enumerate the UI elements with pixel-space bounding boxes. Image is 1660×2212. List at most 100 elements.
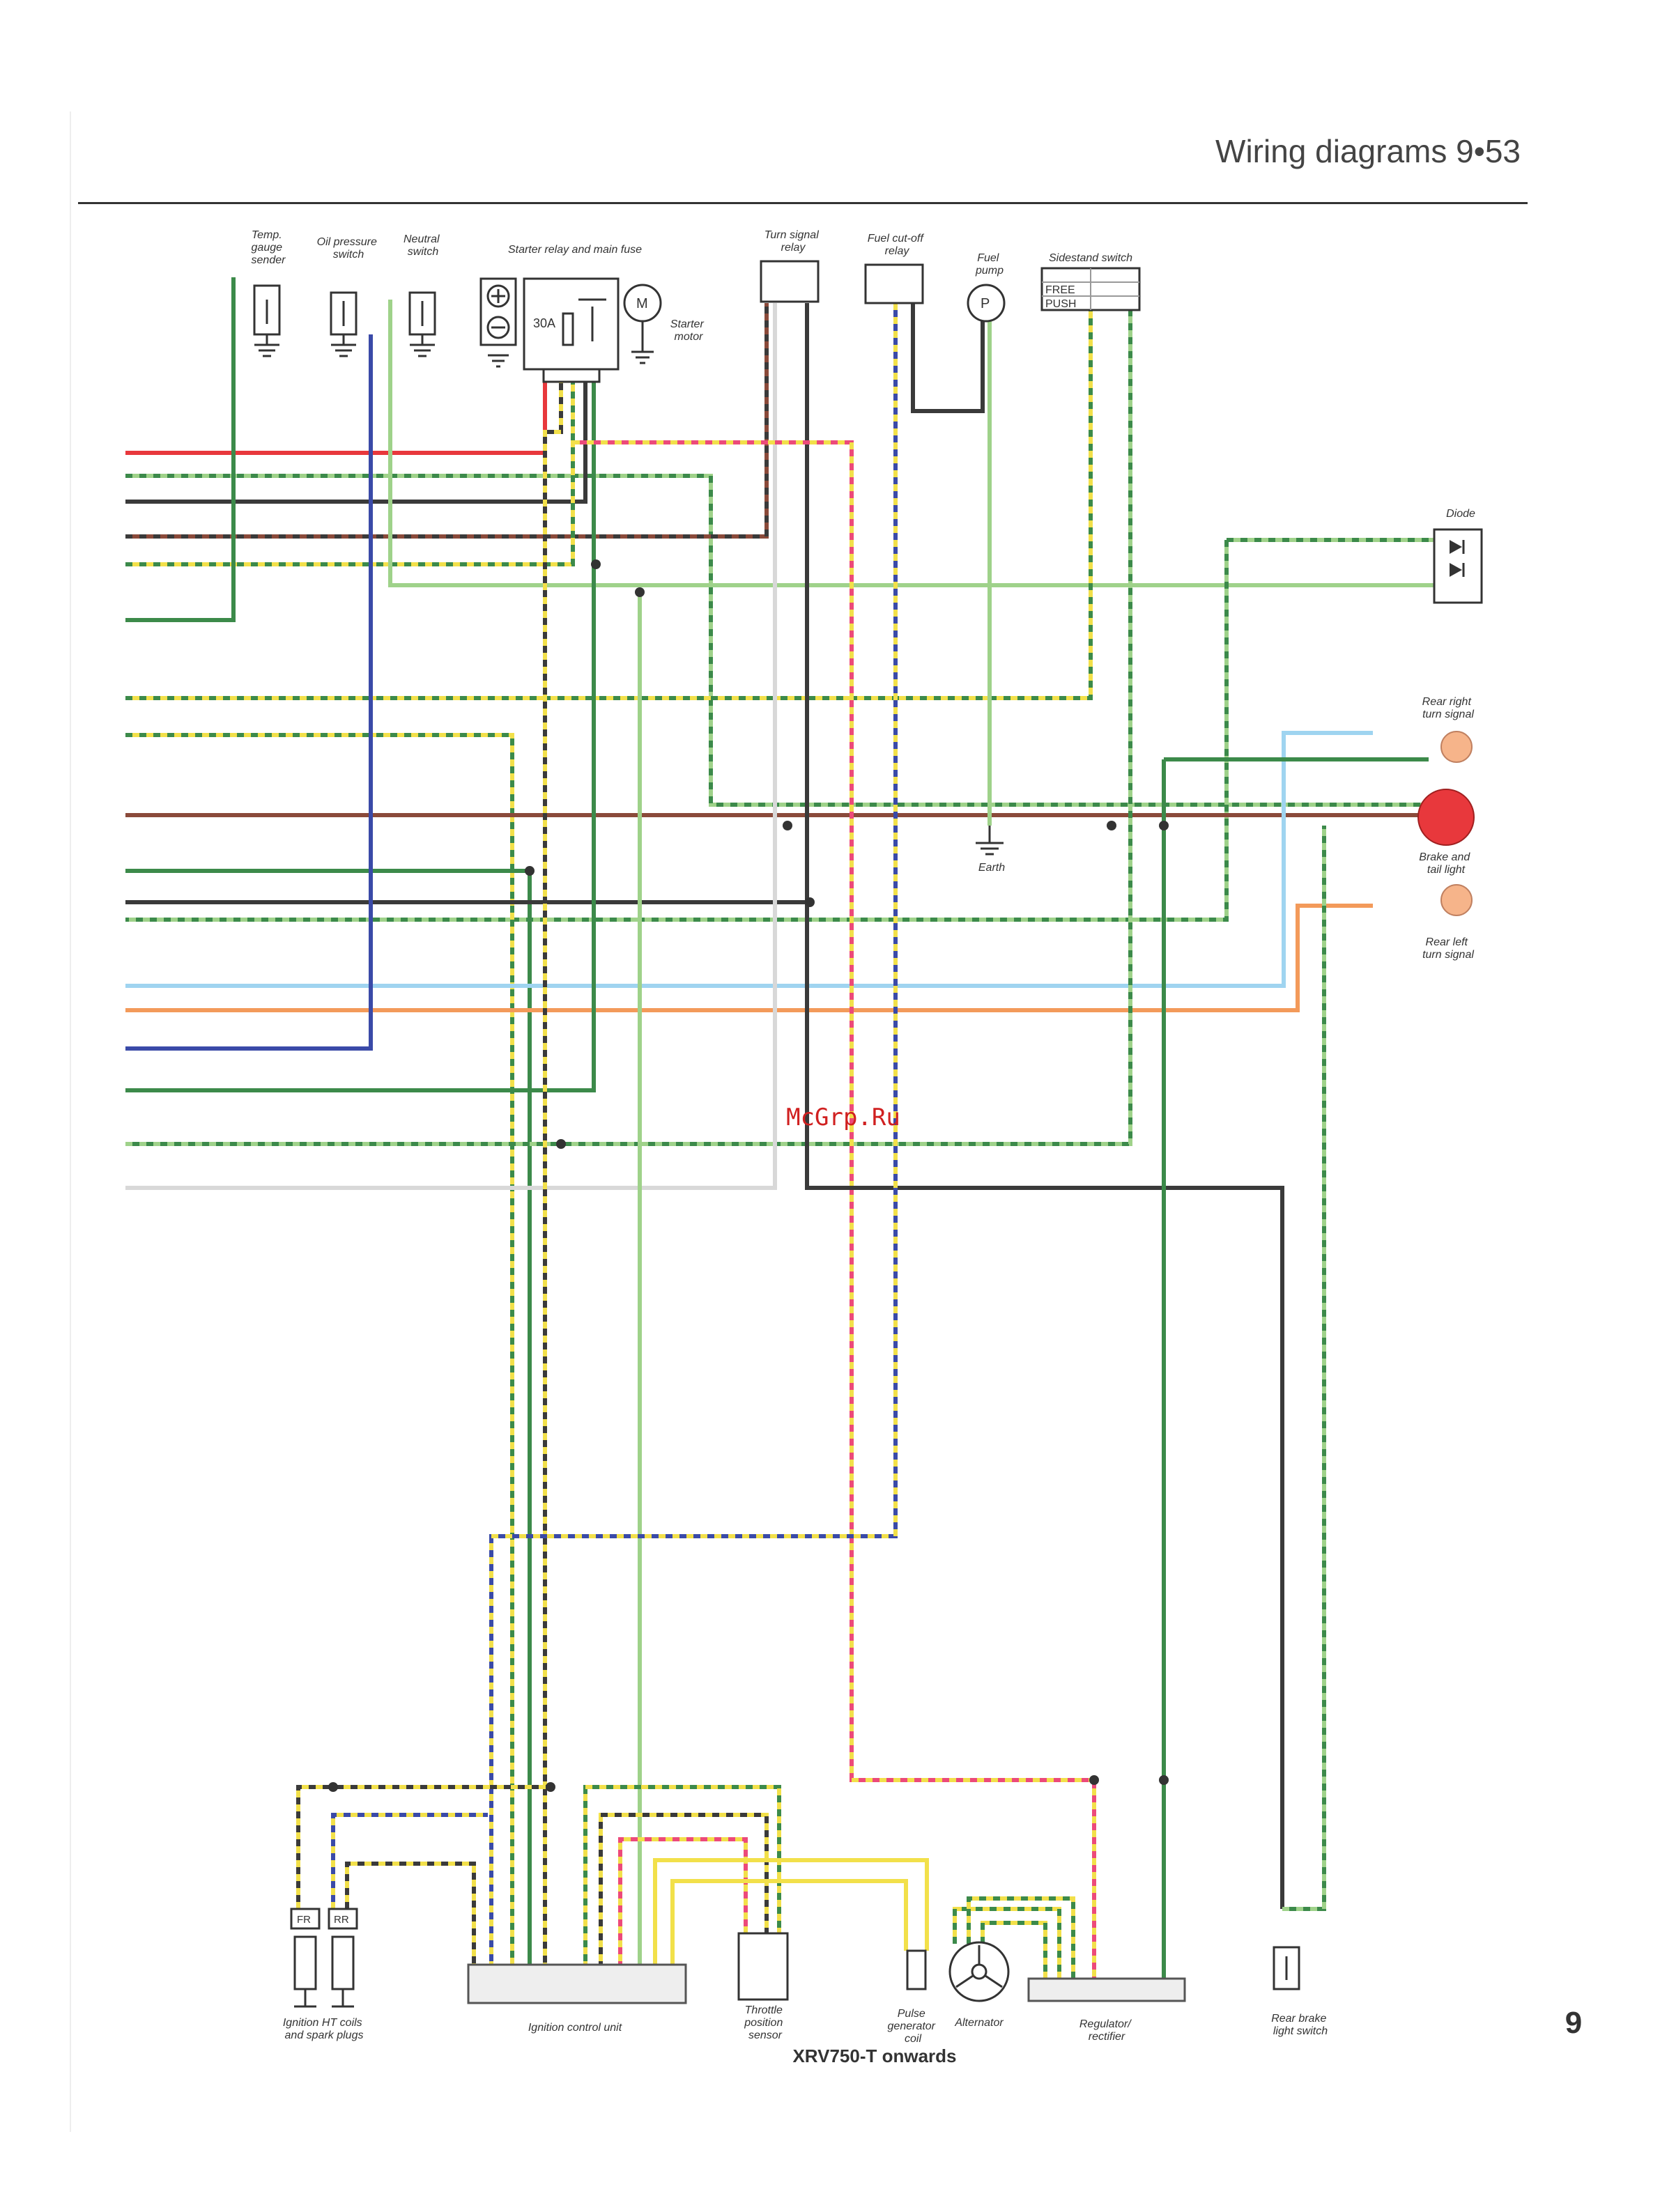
wire bbox=[125, 277, 236, 622]
alternator-label: Alternator bbox=[954, 2017, 1004, 2029]
wire bbox=[125, 303, 777, 1190]
junction-dot bbox=[635, 587, 645, 597]
wire-tracer bbox=[125, 310, 1093, 700]
rear-brake-light-switch bbox=[1273, 1946, 1300, 1990]
junction-dot bbox=[1089, 1775, 1099, 1785]
wire bbox=[653, 1858, 929, 1968]
fuel-pump bbox=[967, 284, 1006, 323]
throttle-position-sensor bbox=[737, 1932, 789, 2001]
temp-gauge-sender-label: Temp. gauge sender bbox=[252, 229, 286, 266]
starter-relay-label: Starter relay and main fuse bbox=[508, 244, 642, 256]
wire bbox=[670, 1879, 908, 1968]
regulator-rectifier-label: Regulator/ rectifier bbox=[1079, 2018, 1134, 2043]
battery bbox=[479, 277, 517, 368]
wire bbox=[1282, 826, 1326, 1911]
junction-dot bbox=[556, 1139, 566, 1149]
coil-fr-label: FR bbox=[297, 1914, 311, 1926]
page-edge bbox=[70, 111, 71, 2132]
ignition-ht-coils bbox=[290, 1908, 358, 2008]
junction-dot bbox=[1107, 821, 1116, 830]
sidestand-free-label: FREE bbox=[1045, 284, 1075, 296]
wire-tracer bbox=[967, 1896, 1075, 1979]
junction-dot bbox=[525, 866, 535, 876]
junction-dot bbox=[328, 1782, 338, 1792]
wire bbox=[543, 376, 563, 1968]
wire-tracer bbox=[981, 1921, 1047, 1979]
wire bbox=[296, 1785, 551, 1909]
wire-tracer bbox=[125, 303, 769, 539]
fuel-pump-label: Fuel pump bbox=[975, 252, 1004, 277]
junction-dot bbox=[1159, 821, 1169, 830]
fuel-cutoff-relay-label: Fuel cut-off relay bbox=[868, 233, 926, 257]
fuse-rating-label: 30A bbox=[533, 316, 555, 330]
wire-tracer bbox=[489, 303, 898, 1968]
wire-tracer bbox=[543, 376, 563, 1968]
wire bbox=[911, 303, 985, 413]
wire-tracer bbox=[125, 474, 1429, 807]
pulse-generator-coil bbox=[906, 1949, 927, 1990]
rear-right-turn-signal-label: Rear right turn signal bbox=[1422, 696, 1475, 720]
wire-tracer bbox=[1282, 826, 1326, 1911]
wire bbox=[125, 369, 547, 455]
coil-rr-label: RR bbox=[334, 1914, 349, 1926]
starter-relay bbox=[523, 277, 620, 383]
turn-signal-relay-label: Turn signal relay bbox=[764, 229, 822, 254]
alternator bbox=[948, 1941, 1010, 2002]
components: 30A M P FREE PUSH bbox=[253, 260, 1483, 2008]
ignition-ht-coils-label: Ignition HT coils and spark plugs bbox=[283, 2017, 365, 2041]
wire bbox=[125, 369, 587, 504]
motor-symbol: M bbox=[636, 296, 648, 311]
wire-tracer bbox=[125, 369, 575, 566]
sidestand-switch-label: Sidestand switch bbox=[1049, 252, 1132, 264]
wire bbox=[125, 904, 1373, 1012]
wire-tracer bbox=[125, 733, 514, 1968]
oil-pressure-switch bbox=[330, 291, 358, 357]
wire bbox=[618, 1837, 748, 1968]
diode-label: Diode bbox=[1446, 508, 1475, 520]
junction-dot bbox=[783, 821, 792, 830]
wire bbox=[388, 300, 1434, 587]
chapter-tab: 9 bbox=[1565, 2006, 1582, 2040]
neutral-switch-label: Neutral switch bbox=[404, 233, 443, 258]
wire bbox=[125, 310, 1132, 1146]
wire bbox=[125, 869, 532, 1968]
ignition-control-unit-label: Ignition control unit bbox=[528, 2022, 622, 2034]
wire-tracer bbox=[953, 1907, 1061, 1979]
temp-gauge-sender bbox=[253, 284, 281, 357]
wire bbox=[125, 731, 1373, 988]
junction-dot bbox=[805, 897, 815, 907]
sidestand-switch bbox=[1040, 267, 1141, 311]
oil-pressure-switch-label: Oil pressure switch bbox=[317, 236, 381, 261]
starter-motor bbox=[623, 284, 662, 364]
rear-left-turn-signal-bulb bbox=[1440, 884, 1473, 916]
brake-tail-light-bulb bbox=[1417, 789, 1475, 846]
neutral-switch bbox=[408, 291, 436, 357]
regulator-rectifier bbox=[1027, 1977, 1186, 2002]
rear-left-turn-signal-label: Rear left turn signal bbox=[1422, 936, 1474, 961]
throttle-position-sensor-label: Throttle position sensor bbox=[744, 2004, 786, 2041]
wires bbox=[125, 277, 1434, 1979]
sidestand-push-label: PUSH bbox=[1045, 298, 1076, 310]
turn-signal-relay bbox=[760, 260, 820, 303]
brake-tail-light-label: Brake and tail light bbox=[1419, 851, 1473, 876]
junction-dot bbox=[1159, 1775, 1169, 1785]
wire-tracer bbox=[599, 1813, 769, 1968]
wire-tracer bbox=[345, 1862, 476, 1968]
rear-brake-light-switch-label: Rear brake light switch bbox=[1271, 2013, 1330, 2037]
earth-symbol bbox=[976, 826, 1004, 856]
wire bbox=[125, 376, 596, 1092]
pulse-generator-coil-label: Pulse generator coil bbox=[888, 2008, 939, 2045]
wire bbox=[805, 902, 1284, 1909]
header-rule bbox=[78, 202, 1528, 204]
junction-dot bbox=[591, 559, 601, 569]
wire-tracer bbox=[125, 310, 1132, 1146]
wire bbox=[345, 1862, 476, 1968]
junction-dot bbox=[546, 1782, 555, 1792]
wire bbox=[125, 334, 373, 1051]
fuel-pump-symbol: P bbox=[981, 296, 990, 311]
diode bbox=[1433, 528, 1483, 604]
fuel-cutoff-relay bbox=[864, 263, 924, 304]
earth-label: Earth bbox=[978, 862, 1005, 874]
starter-motor-label: Starter motor bbox=[670, 318, 707, 343]
